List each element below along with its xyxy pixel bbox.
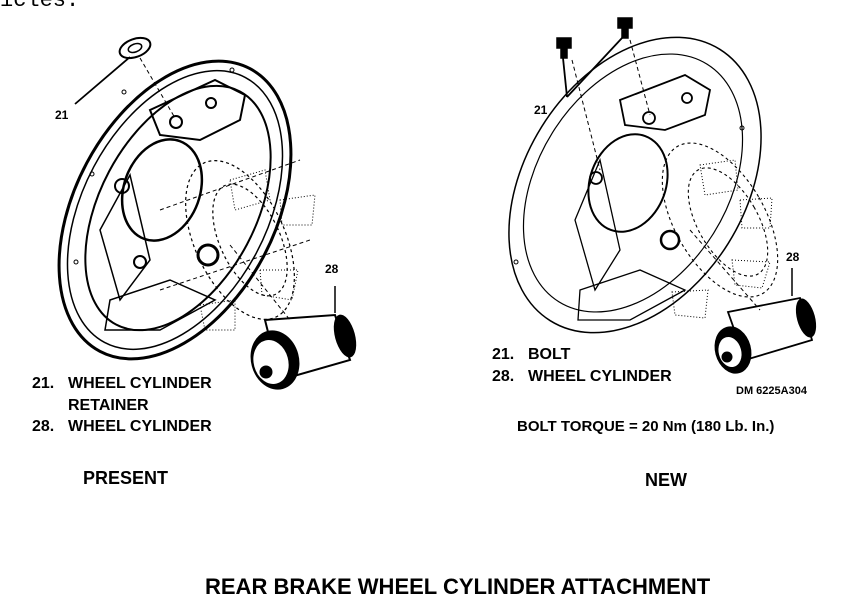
new-callout-28: 28: [786, 250, 800, 264]
bolt-torque-note: BOLT TORQUE = 20 Nm (180 Lb. In.): [517, 418, 775, 435]
new-callout-21: 21: [534, 103, 548, 117]
present-callout-21: 21: [55, 108, 69, 122]
legend-number: 28.: [492, 368, 515, 385]
present-legend-row-2: RETAINER: [32, 396, 149, 416]
cut-off-text: icles.: [0, 0, 80, 13]
figure-title: REAR BRAKE WHEEL CYLINDER ATTACHMENT: [205, 574, 711, 599]
figure-code: DM 6225A304: [736, 385, 807, 397]
present-caption: PRESENT: [83, 468, 169, 488]
legend-number: 21.: [492, 346, 515, 363]
legend-text: BOLT: [528, 346, 571, 363]
legend-text: WHEEL CYLINDER: [68, 375, 212, 392]
new-legend-row-2: 28. WHEEL CYLINDER: [492, 367, 672, 387]
legend-number: 28.: [32, 418, 55, 435]
legend-number: 21.: [32, 375, 55, 392]
new-caption: NEW: [645, 470, 687, 490]
legend-text: WHEEL CYLINDER: [528, 368, 672, 385]
legend-text: RETAINER: [68, 397, 149, 414]
present-legend-row-3: 28. WHEEL CYLINDER: [32, 417, 212, 437]
legend-text: WHEEL CYLINDER: [68, 418, 212, 435]
present-callout-28: 28: [325, 262, 339, 276]
present-legend-row-1: 21. WHEEL CYLINDER: [32, 374, 212, 394]
new-legend-row-1: 21. BOLT: [492, 345, 570, 365]
